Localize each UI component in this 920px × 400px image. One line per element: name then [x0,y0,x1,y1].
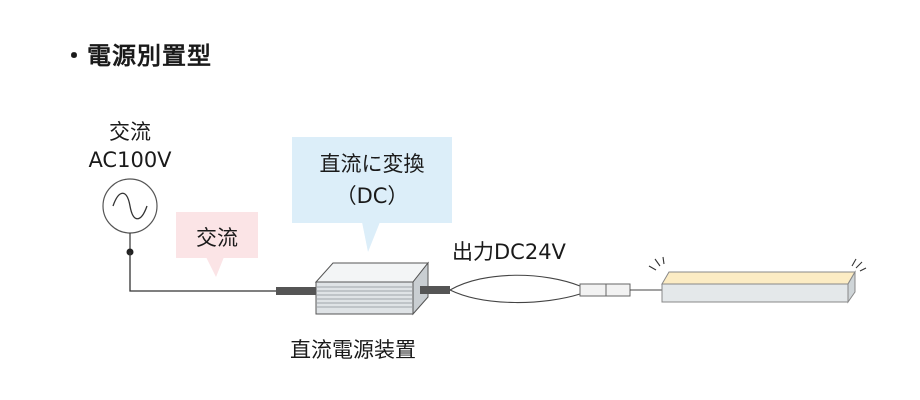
output-cable-sleeve [420,286,450,294]
page-title: ・電源別置型 [62,42,212,70]
dc-callout-tail [362,222,380,252]
power-unit-label: 直流電源装置 [290,338,416,362]
ac-source-label-line2: AC100V [88,148,172,172]
ac-source-icon [102,178,158,256]
ac-input-wire [129,252,278,292]
light-rays-right [851,258,867,272]
dc-conversion-callout [292,137,452,223]
dc-callout-line2: （DC） [335,184,409,208]
ac-callout-label: 交流 [196,226,238,250]
ac-callout [176,212,258,258]
light-rays-left [648,256,665,271]
output-wire-lower [449,289,581,304]
output-wire-upper [449,274,581,291]
connector [579,283,631,297]
ac-source-label-line1: 交流 [109,120,151,144]
power-supply-unit [314,261,430,316]
input-cable-sleeve [276,287,316,295]
ac-callout-tail [206,257,224,277]
dc-callout-line1: 直流に変換 [319,152,425,176]
led-light-bar [661,270,856,304]
output-voltage-label: 出力DC24V [452,240,566,264]
